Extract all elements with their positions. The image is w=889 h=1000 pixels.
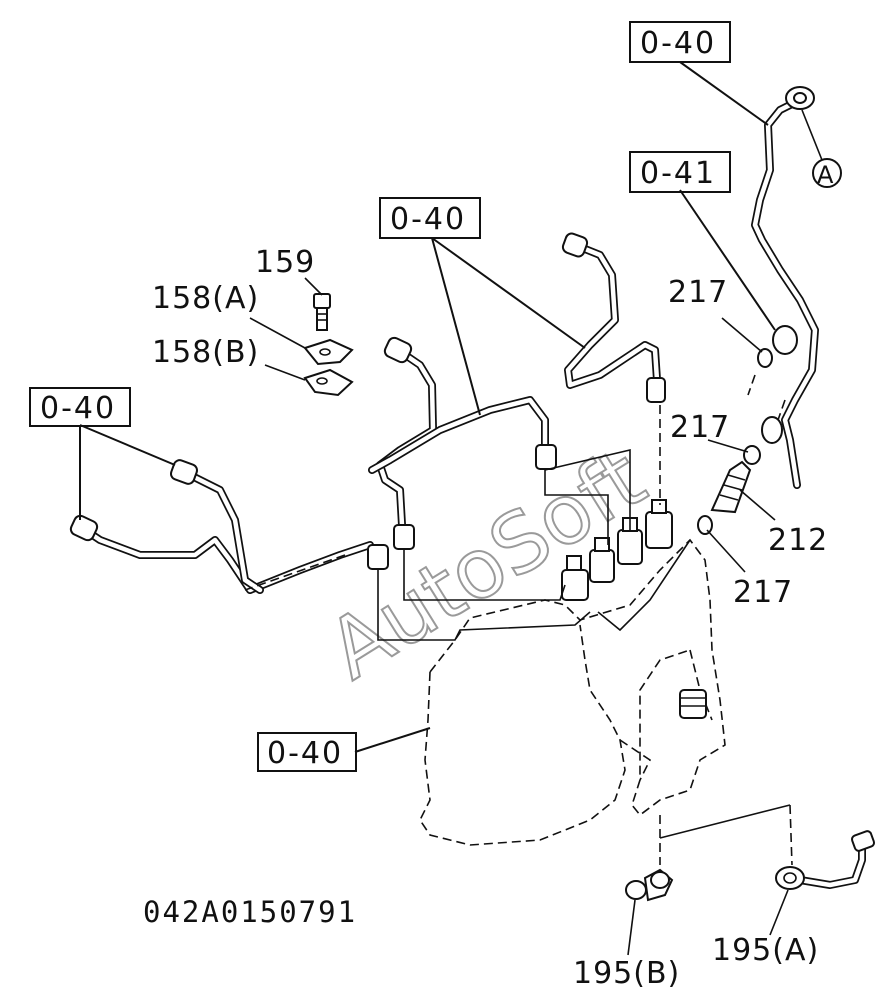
ref-box-top-right: 0-40 [629,21,731,63]
callout-217-low: 217 [733,575,793,610]
ref-box-left: 0-40 [29,387,131,427]
clamp-158b [303,368,354,397]
callout-195b: 195(B) [573,956,680,991]
delivery-valves [561,499,673,601]
ref-box-text: 0-40 [390,202,466,237]
marker-a-text: A [817,161,834,189]
ref-box-text: 0-40 [40,391,116,426]
washers-217 [697,348,773,535]
pipe-end-fittings [69,86,815,570]
eye-bolt-212 [710,460,752,514]
ref-box-text: 0-40 [640,26,716,61]
ref-box-text: 0-40 [267,736,343,771]
injection-pump-outline [419,538,726,846]
drawing-code: 042A0150791 [143,895,357,929]
callout-159: 159 [255,245,315,280]
callout-158a: 158(A) [152,281,259,316]
banjo-195a [775,830,876,890]
leader-lines [79,61,823,956]
ref-box-bottom: 0-40 [257,732,357,772]
ref-box-middle: 0-40 [379,197,481,239]
callout-212: 212 [768,523,828,558]
injection-pipes [78,96,866,889]
callout-195a: 195(A) [712,933,819,968]
banjo-195b [625,868,674,902]
guide-lines [244,374,793,866]
clamp-158a [303,338,354,366]
callout-217-mid: 217 [670,410,730,445]
callout-158b: 158(B) [152,335,259,370]
ref-box-0-41: 0-41 [629,151,731,193]
pump-fitting [679,689,707,719]
ref-box-text: 0-41 [640,156,716,191]
callout-217-top: 217 [668,275,728,310]
marker-a: A [812,158,842,189]
bolt-159 [313,293,331,331]
